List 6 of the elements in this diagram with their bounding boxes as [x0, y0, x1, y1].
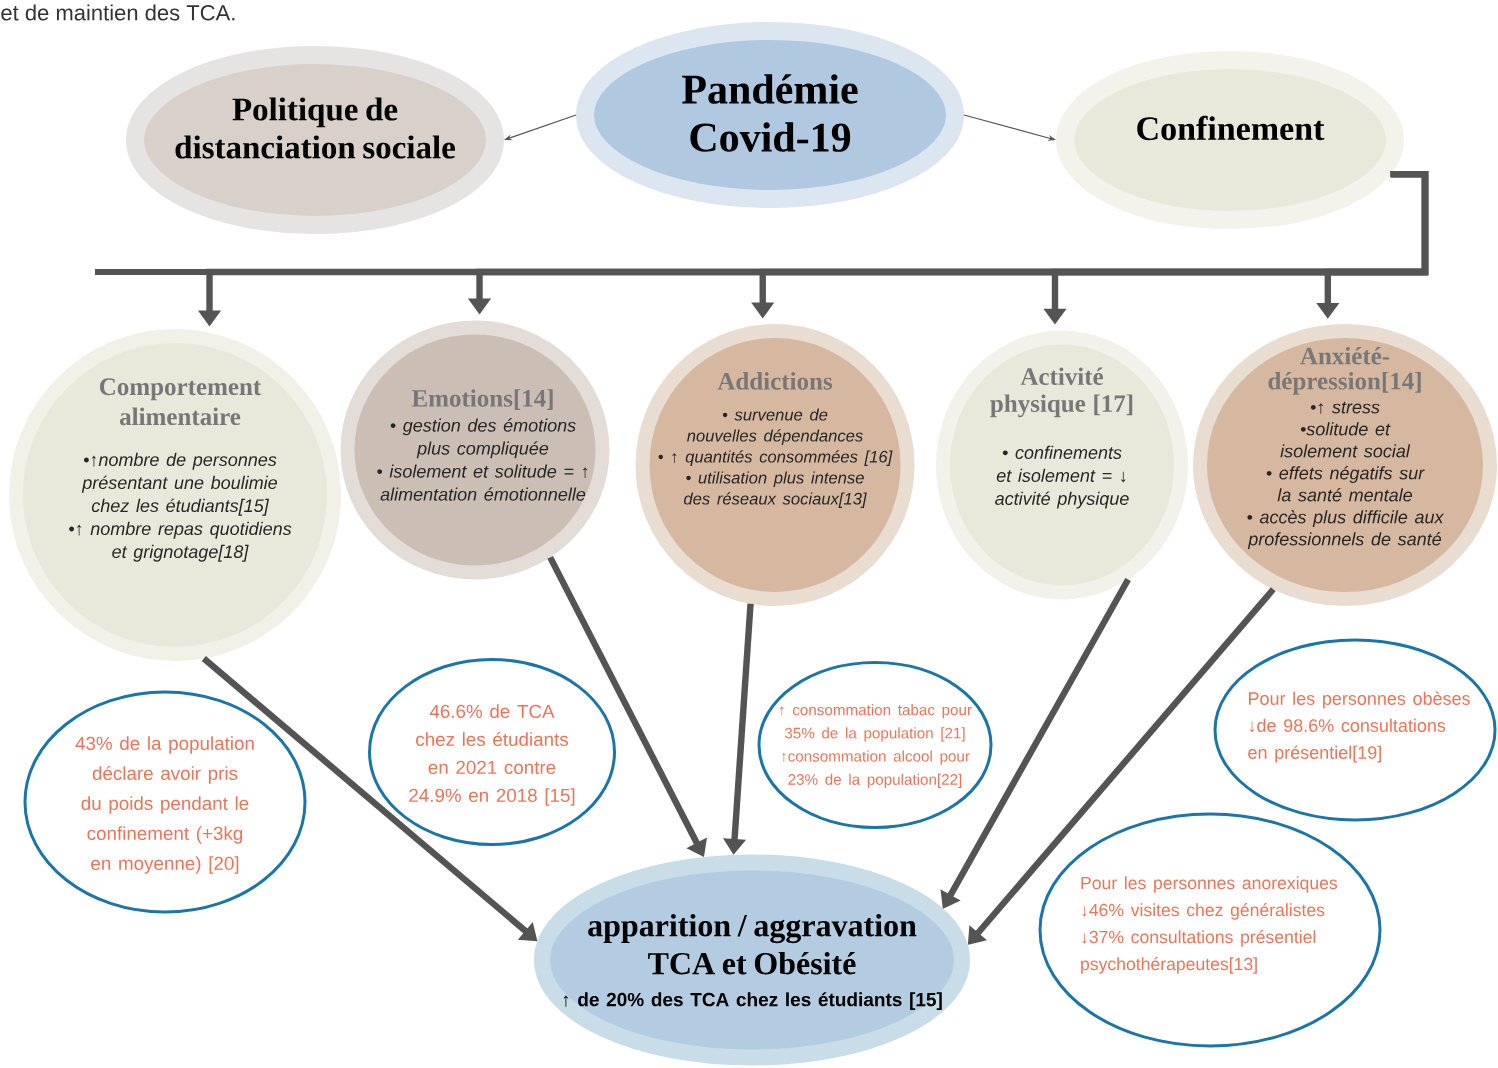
topic-bubble: Comportement alimentaire •↑nombre de personnes présentant une boulimie chez les étudiants[15] •↑ nombre repas quotidiens et grignotage[18] — [9, 329, 341, 661]
topic-bubble: Addictions • survenue de nouvelles dépendances • ↑ quantités consommées [16] • utilisation plus intense des réseaux sociaux[13] — [635, 324, 915, 606]
topic-bubble: Emotions[14] • gestion des émotions plus compliquée • isolement et solitude = ↑ alimentation émotionnelle — [340, 320, 610, 580]
topic-bubble: Activité physique [17] • confinements et isolement = ↓ activité physique — [936, 330, 1188, 600]
heading-text: et de maintien des TCA. — [1, 4, 235, 21]
topic-bubble: Anxiété-dépression[14] •↑ stress •solitude et isolement social • effets négatifs sur la santé mentale • accès plus difficile aux professionnels de santé — [1193, 324, 1497, 606]
